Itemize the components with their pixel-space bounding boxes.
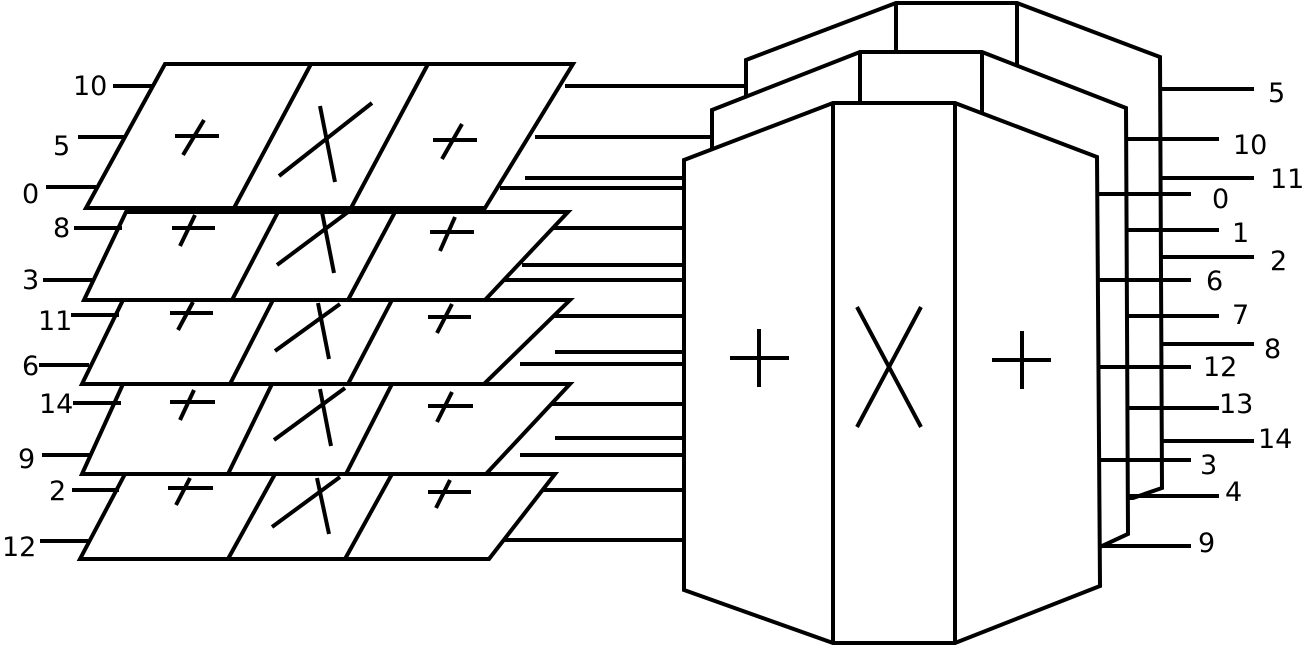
output-label: 1 <box>1232 218 1249 249</box>
slice-1 <box>82 62 577 210</box>
cross-symbol <box>855 306 923 428</box>
input-label: 14 <box>39 389 73 420</box>
input-label: 11 <box>38 306 72 337</box>
right-prism-stack <box>682 0 1165 645</box>
output-ticks <box>1098 87 1254 548</box>
plus-symbol <box>433 123 477 160</box>
slice-3 <box>78 298 575 386</box>
input-label: 3 <box>22 265 39 296</box>
output-label: 5 <box>1268 78 1285 109</box>
output-label: 6 <box>1206 266 1223 297</box>
input-label: 2 <box>49 476 66 507</box>
left-slice-stack <box>76 62 577 561</box>
plus-symbol <box>170 389 215 421</box>
plus-symbol <box>428 391 473 423</box>
plus-symbol <box>172 214 215 247</box>
input-ticks <box>39 84 153 543</box>
slice-4 <box>78 382 575 476</box>
prism-front <box>682 101 1103 645</box>
output-label: 9 <box>1198 528 1215 559</box>
plus-symbol <box>170 301 213 331</box>
input-labels: 10 5 0 8 3 11 6 14 9 2 12 <box>2 71 107 563</box>
output-label: 7 <box>1232 300 1249 331</box>
input-label: 0 <box>22 179 39 210</box>
input-label: 6 <box>22 351 39 382</box>
output-label: 2 <box>1270 246 1287 277</box>
output-label: 14 <box>1258 424 1292 455</box>
slice-5 <box>76 472 560 561</box>
output-label: 8 <box>1264 334 1281 365</box>
plus-symbol <box>730 329 789 387</box>
plus-symbol <box>430 216 474 252</box>
output-label: 13 <box>1219 389 1253 420</box>
slice-2 <box>80 210 573 302</box>
output-label: 11 <box>1270 164 1303 195</box>
input-label: 12 <box>2 532 36 563</box>
input-label: 9 <box>18 444 35 475</box>
input-label: 5 <box>53 131 70 162</box>
cross-symbol <box>277 101 374 183</box>
cross-symbol <box>273 302 342 360</box>
output-label: 10 <box>1233 130 1267 161</box>
plus-symbol <box>428 479 471 509</box>
output-labels: 5 10 11 0 1 2 6 7 8 12 13 14 3 4 9 <box>1198 78 1303 559</box>
plus-symbol <box>175 118 219 157</box>
output-label: 4 <box>1225 477 1242 508</box>
plus-symbol <box>992 331 1051 389</box>
plus-symbol <box>428 303 471 334</box>
input-label: 10 <box>73 71 107 102</box>
input-label: 8 <box>53 213 70 244</box>
cross-symbol <box>270 475 342 535</box>
cross-symbol <box>272 386 347 447</box>
output-label: 0 <box>1212 184 1229 215</box>
output-label: 12 <box>1203 352 1237 383</box>
cross-symbol <box>275 210 350 274</box>
plus-symbol <box>168 477 213 506</box>
output-label: 3 <box>1200 450 1217 481</box>
